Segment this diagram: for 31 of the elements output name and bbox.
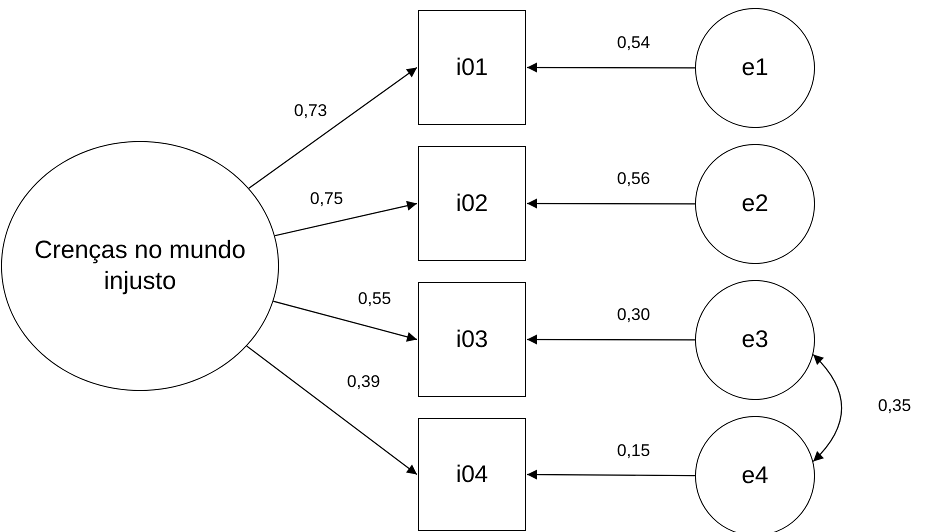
path-coefficient: 0,54 xyxy=(615,34,652,51)
arrow xyxy=(248,67,418,189)
path-coefficient: 0,73 xyxy=(292,102,330,119)
node-label: Crenças no mundo injusto xyxy=(33,234,247,297)
node-label: i04 xyxy=(456,460,488,490)
arrow xyxy=(274,200,418,236)
indicator-box xyxy=(418,418,526,531)
arrow xyxy=(273,300,418,342)
arrow xyxy=(527,470,695,480)
arrow xyxy=(527,62,695,73)
path-coefficient: 0,39 xyxy=(345,373,382,390)
path-coefficient: 0,35 xyxy=(876,397,914,414)
indicator-box xyxy=(418,146,526,261)
indicator-box xyxy=(418,10,526,125)
node-label: e4 xyxy=(742,461,768,491)
path-coefficient: 0,55 xyxy=(356,290,394,307)
indicator-box xyxy=(418,282,526,397)
path-coefficient: 0,30 xyxy=(615,306,652,323)
path-coefficient: 0,75 xyxy=(308,190,346,207)
node-label: i03 xyxy=(456,324,488,354)
arrow xyxy=(527,334,695,345)
node-label: e1 xyxy=(742,53,768,83)
arrow xyxy=(527,198,695,209)
path-coefficient: 0,15 xyxy=(615,442,652,459)
node-label: e3 xyxy=(742,325,768,355)
node-label: e2 xyxy=(742,189,768,219)
arrow xyxy=(246,346,418,475)
arrow xyxy=(812,354,842,462)
node-label: i01 xyxy=(456,52,488,82)
node-label: i02 xyxy=(456,188,488,218)
path-coefficient: 0,56 xyxy=(615,170,652,187)
